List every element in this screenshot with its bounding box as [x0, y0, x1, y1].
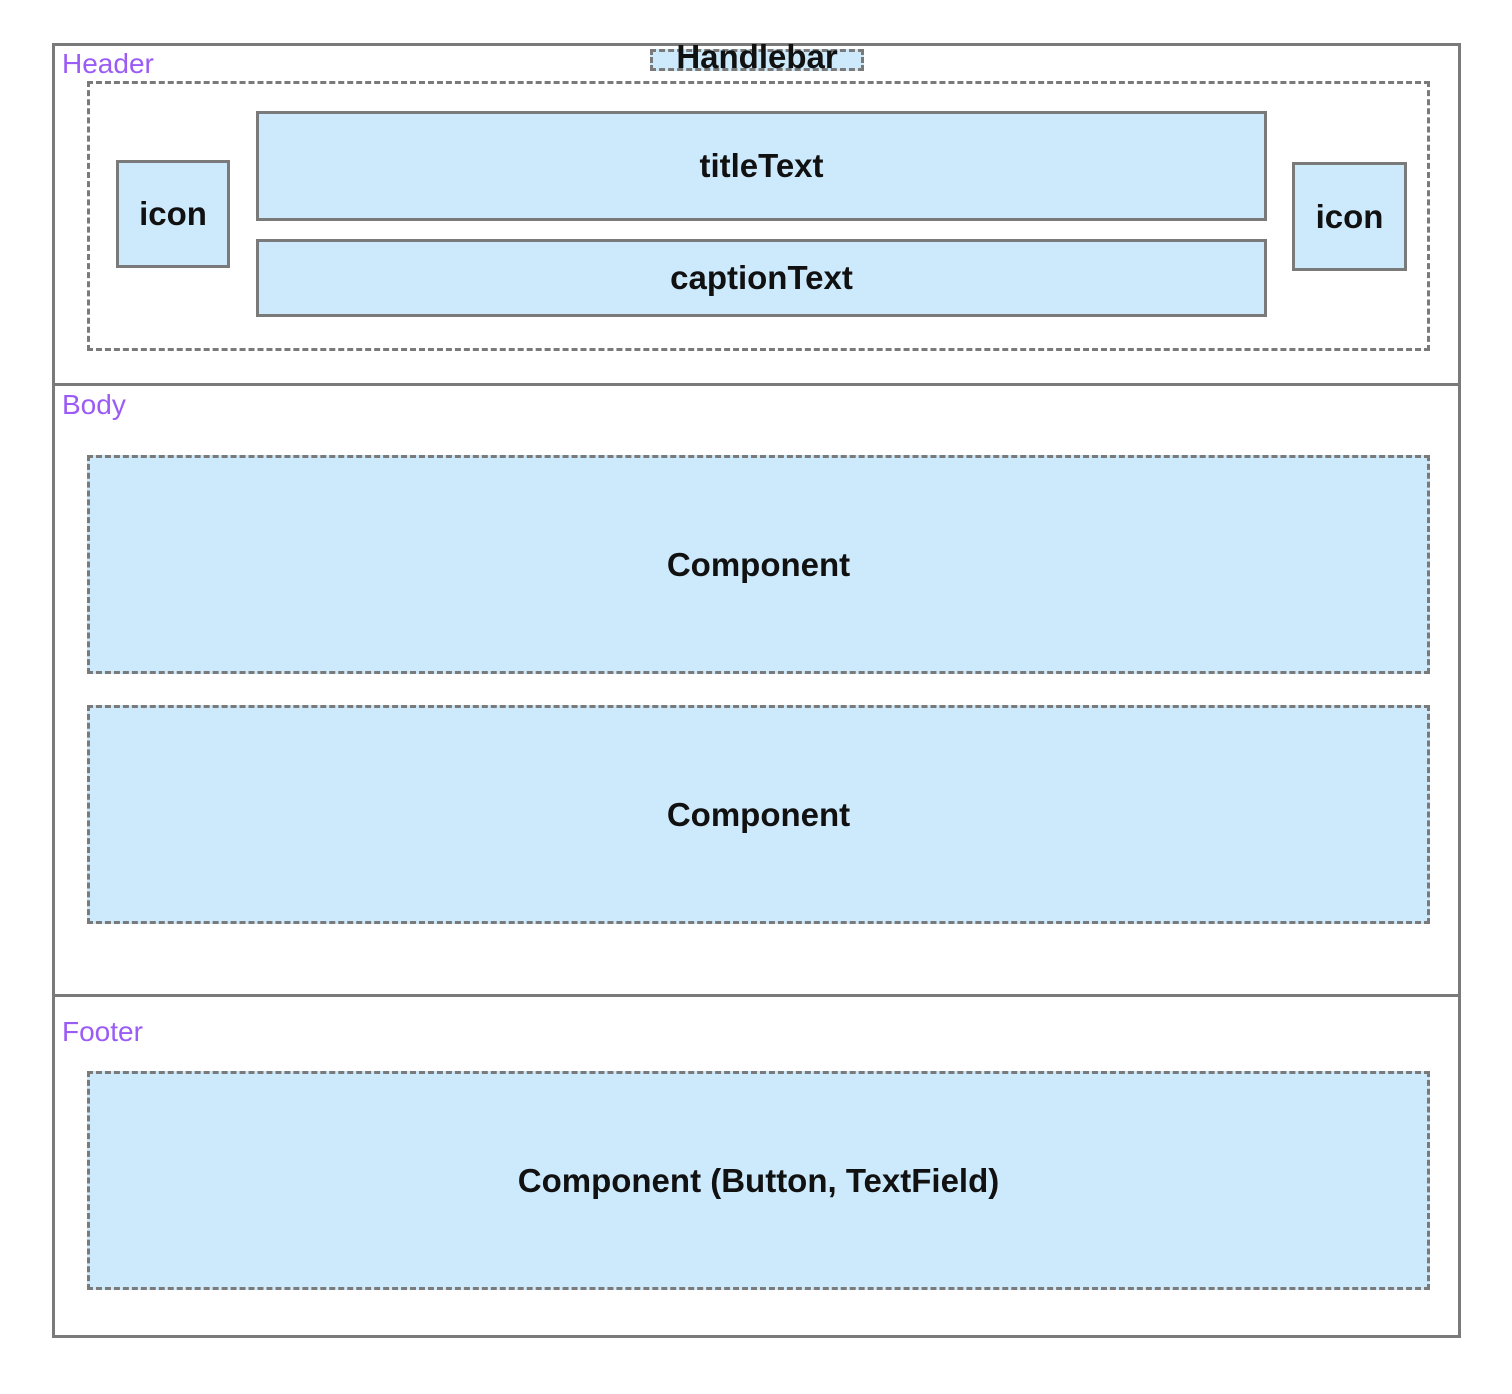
sheet-frame: [52, 43, 1461, 1338]
header-caption-text: captionText: [256, 239, 1267, 317]
body-component-1: Component: [87, 455, 1430, 674]
footer-component: Component (Button, TextField): [87, 1071, 1430, 1290]
body-footer-divider: [52, 994, 1461, 997]
header-section-label: Header: [62, 48, 154, 79]
handlebar: [650, 49, 864, 71]
header-title-text: titleText: [256, 111, 1267, 221]
body-section-label: Body: [62, 389, 126, 420]
header-content-container: [87, 81, 1430, 351]
handlebar-label: Handlebar: [676, 38, 838, 75]
header-left-icon: icon: [116, 160, 230, 268]
body-component-2: Component: [87, 705, 1430, 924]
header-body-divider: [52, 383, 1461, 386]
footer-section-label: Footer: [62, 1016, 143, 1047]
header-right-icon: icon: [1292, 162, 1407, 271]
